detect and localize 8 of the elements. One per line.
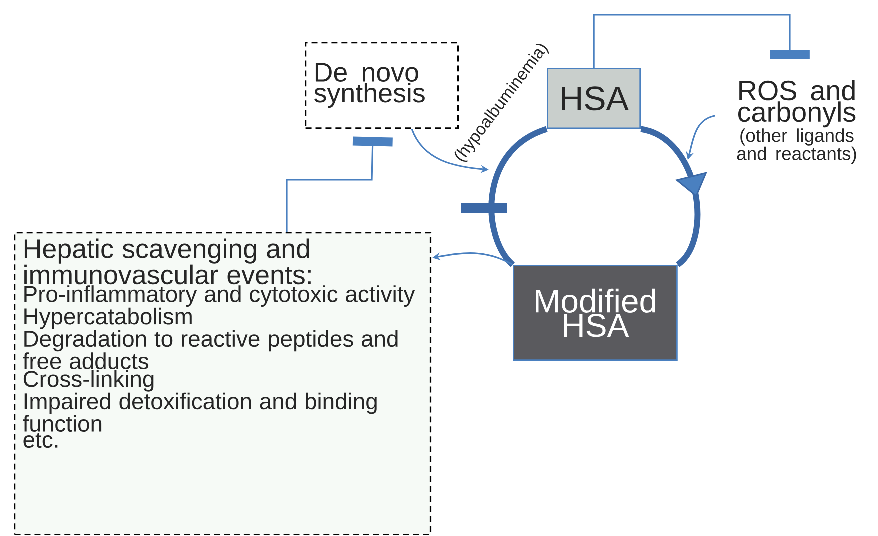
- inhibition-line: [286, 136, 393, 232]
- dashed-box: De novo synthesis: [305, 42, 460, 130]
- cycle-arc: [488, 126, 548, 267]
- process-box: HSA: [547, 68, 642, 130]
- dashed-box: Hepatic scavenging and immunovascular events: Pro-inflammatory and cytotoxic activity Hypercatabolism Degradation to reactive peptides and free adducts Cross-linking Impaired detoxification and binding function etc.: [14, 232, 432, 536]
- text-label: ROS and carbonyls (other ligands and reactants): [737, 80, 856, 164]
- process-box: Modified HSA: [513, 265, 678, 362]
- inhibition-line: [593, 14, 810, 68]
